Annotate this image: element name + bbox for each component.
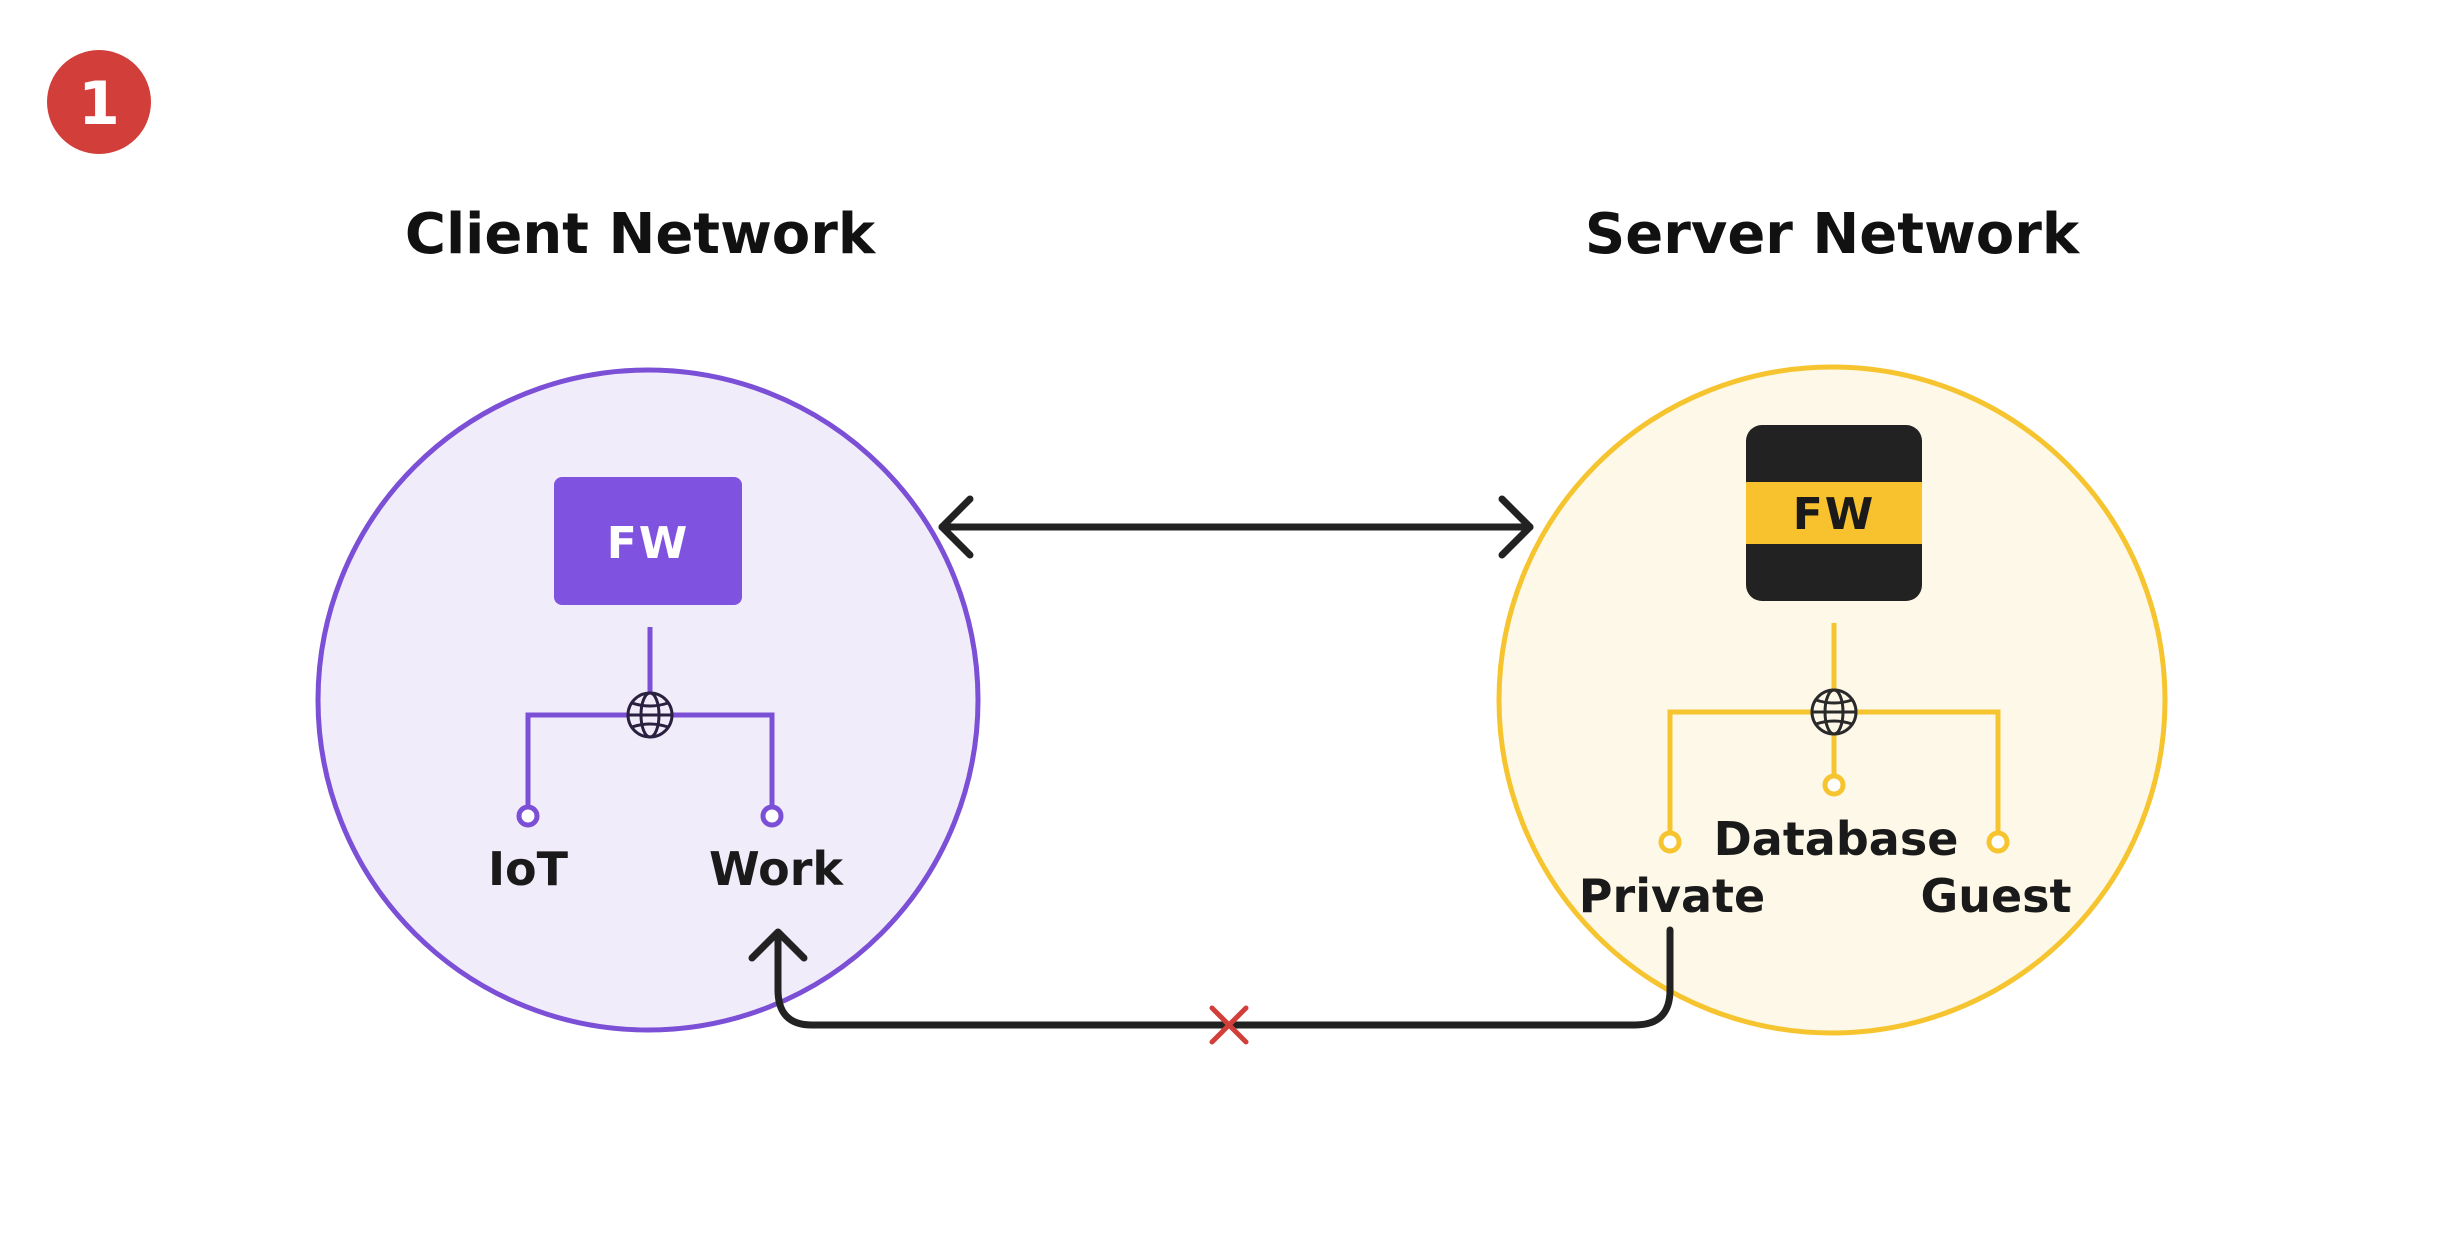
allowed-connection-arrow xyxy=(938,495,1534,559)
step-badge: 1 xyxy=(47,50,151,154)
server-node-database-dot xyxy=(1822,773,1846,797)
x-mark-icon xyxy=(1209,1005,1249,1045)
server-node-private-dot xyxy=(1658,830,1682,854)
server-node-private-label: Private xyxy=(1579,869,1765,923)
client-network-title: Client Network xyxy=(405,202,877,267)
client-firewall-label: FW xyxy=(607,518,690,569)
globe-icon xyxy=(626,691,674,739)
server-network: FW Private Database Guest xyxy=(1496,364,2168,1036)
server-network-title: Server Network xyxy=(1585,202,2081,267)
client-network: FW IoT Work xyxy=(315,367,981,1033)
server-node-database-label: Database xyxy=(1714,812,1959,866)
globe-icon xyxy=(1810,688,1858,736)
server-node-guest-dot xyxy=(1986,830,2010,854)
server-firewall-band xyxy=(1746,482,1922,544)
server-node-guest-label: Guest xyxy=(1920,869,2071,923)
client-node-iot-dot xyxy=(516,804,540,828)
client-node-iot-label: IoT xyxy=(488,842,569,896)
step-number: 1 xyxy=(78,69,120,139)
server-firewall: FW xyxy=(1746,425,1922,601)
client-firewall-box xyxy=(554,477,742,605)
client-firewall: FW xyxy=(554,477,742,605)
step-badge-circle xyxy=(47,50,151,154)
blocked-connection-arrow xyxy=(748,926,1674,1029)
client-node-work-dot xyxy=(760,804,784,828)
server-firewall-label: FW xyxy=(1793,489,1876,540)
client-node-work-label: Work xyxy=(709,842,844,896)
